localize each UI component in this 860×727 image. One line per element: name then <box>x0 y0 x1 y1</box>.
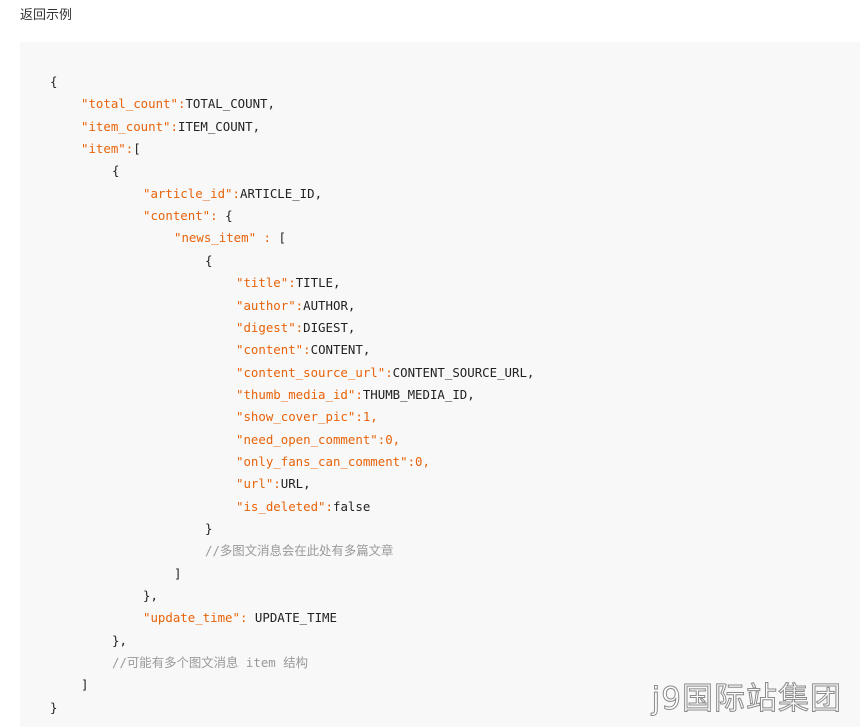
code-line: "show_cover_pic":1, <box>236 406 378 428</box>
json-value: { <box>217 208 233 224</box>
json-key: "author": <box>236 297 304 313</box>
json-key: "show_cover_pic":1, <box>236 409 378 425</box>
code-line: "is_deleted":false <box>236 496 370 518</box>
json-value: { <box>50 74 58 89</box>
json-value: }, <box>112 632 127 648</box>
section-heading: 返回示例 <box>20 8 73 23</box>
json-value: } <box>50 699 58 715</box>
code-line: "digest":DIGEST, <box>236 317 355 339</box>
json-value: CONTENT_SOURCE_URL, <box>392 364 535 380</box>
json-key: "url": <box>236 476 281 492</box>
code-line: ] <box>174 563 181 585</box>
json-value: } <box>205 521 213 536</box>
json-key: "digest": <box>236 319 304 335</box>
code-line: //多图文消息会在此处有多篇文章 <box>205 540 393 562</box>
json-key: "is_deleted": <box>236 498 333 514</box>
code-line: "update_time": UPDATE_TIME <box>143 607 337 629</box>
code-line: "url":URL, <box>236 473 311 495</box>
json-value: [ <box>133 141 141 157</box>
json-value: false <box>332 498 371 514</box>
json-value: AUTHOR, <box>303 297 356 313</box>
json-key: "only_fans_can_comment":0, <box>236 453 430 469</box>
json-key: "article_id": <box>143 185 240 201</box>
json-value: [ <box>278 230 286 246</box>
json-value: ] <box>174 565 182 581</box>
json-value: }, <box>143 588 158 604</box>
json-key: "title": <box>236 275 296 291</box>
json-value: CONTENT, <box>310 342 371 358</box>
code-line: { <box>205 250 212 272</box>
json-key: "content": <box>236 342 311 358</box>
code-line: ] <box>81 674 88 696</box>
json-value: { <box>205 252 213 268</box>
json-value: DIGEST, <box>303 319 356 335</box>
code-line: "title":TITLE, <box>236 272 340 294</box>
code-line: "news_item" : [ <box>174 227 286 249</box>
json-value: { <box>112 163 120 179</box>
json-value: UPDATE_TIME <box>254 610 337 626</box>
code-line: "article_id":ARTICLE_ID, <box>143 183 322 205</box>
code-line: "content": { <box>143 205 233 227</box>
json-key: "content": <box>143 208 218 224</box>
json-key: "need_open_comment":0, <box>236 431 401 447</box>
code-line: "thumb_media_id":THUMB_MEDIA_ID, <box>236 384 475 406</box>
json-key: "content_source_url": <box>236 364 393 380</box>
code-line: "need_open_comment":0, <box>236 429 400 451</box>
code-line: "item_count":ITEM_COUNT, <box>81 116 260 138</box>
code-line: "item":[ <box>81 138 141 160</box>
code-line: } <box>205 518 212 540</box>
json-value: TITLE, <box>295 275 341 291</box>
watermark-text: j9国际站集团 <box>651 681 842 718</box>
json-value: ] <box>81 677 89 693</box>
json-key: "update_time": <box>143 610 255 626</box>
code-line: //可能有多个图文消息 item 结构 <box>112 652 308 674</box>
code-line: "content":CONTENT, <box>236 339 370 361</box>
json-key: "item_count": <box>81 118 178 134</box>
code-comment: //多图文消息会在此处有多篇文章 <box>205 543 394 559</box>
code-line: }, <box>143 585 158 607</box>
json-key: "item": <box>81 141 134 157</box>
code-line: { <box>50 71 57 93</box>
code-line: }, <box>112 630 127 652</box>
json-key: "thumb_media_id": <box>236 386 363 402</box>
json-key: "total_count": <box>81 96 186 112</box>
json-value: URL, <box>280 476 311 492</box>
code-line: "only_fans_can_comment":0, <box>236 451 430 473</box>
json-value: ARTICLE_ID, <box>239 185 323 201</box>
code-comment: //可能有多个图文消息 item 结构 <box>112 655 308 671</box>
json-value: THUMB_MEDIA_ID, <box>362 386 475 402</box>
json-value: ITEM_COUNT, <box>177 118 261 134</box>
code-line: "author":AUTHOR, <box>236 295 355 317</box>
json-code-block: {"total_count":TOTAL_COUNT,"item_count":… <box>20 42 860 727</box>
code-line: { <box>112 160 119 182</box>
code-line: "total_count":TOTAL_COUNT, <box>81 93 275 115</box>
code-line: } <box>50 697 57 719</box>
json-value: TOTAL_COUNT, <box>185 96 275 112</box>
code-line: "content_source_url":CONTENT_SOURCE_URL, <box>236 362 534 384</box>
json-key: "news_item" : <box>174 230 279 246</box>
